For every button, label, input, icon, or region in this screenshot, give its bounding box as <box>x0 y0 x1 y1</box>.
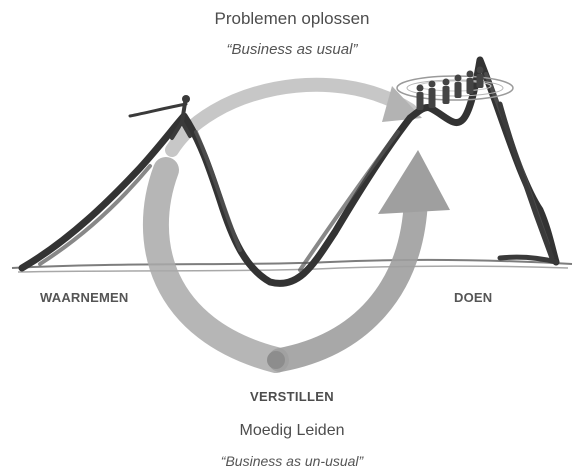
mountain-ridge-shade <box>38 72 550 272</box>
top-subtitle: “Business as usual” <box>226 41 358 58</box>
mountain-right-base <box>497 101 559 265</box>
top-loop-arc <box>165 77 417 157</box>
bottom-title: Moedig Leiden <box>239 422 345 439</box>
people-group <box>396 66 514 110</box>
top-title: Problemen oplossen <box>214 9 370 28</box>
label-verstillen: VERSTILLEN <box>250 389 334 404</box>
u-arrow-right <box>268 188 428 372</box>
label-waarnemen: WAARNEMEN <box>40 290 129 305</box>
u-arrow-left <box>142 157 289 373</box>
label-doen: DOEN <box>454 290 493 305</box>
u-arrow-right-head <box>378 150 450 214</box>
horizon-line <box>11 258 573 269</box>
horizon-line-shadow <box>17 265 569 273</box>
walker-figure <box>128 95 192 140</box>
u-bottom-dot <box>267 351 285 369</box>
bottom-subtitle: “Business as un-usual” <box>220 453 364 469</box>
